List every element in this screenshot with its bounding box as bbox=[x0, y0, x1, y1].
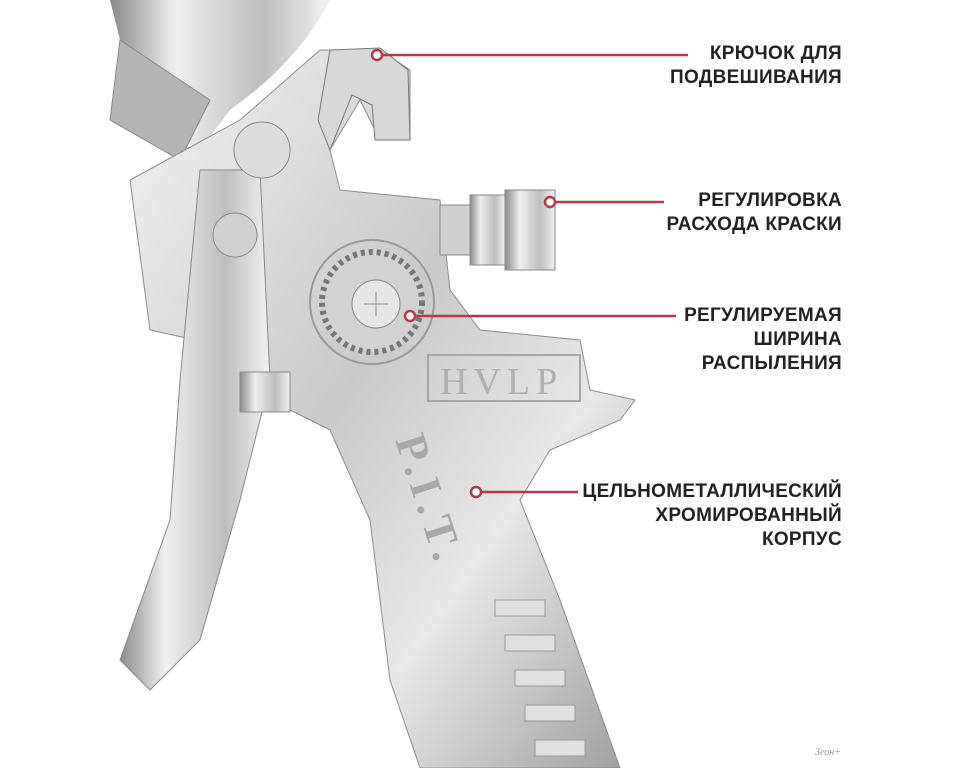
watermark: Зеон+ bbox=[815, 747, 841, 758]
trigger-pivot bbox=[233, 121, 291, 179]
callout-dot bbox=[469, 485, 483, 499]
air-valve bbox=[239, 371, 291, 413]
callout-fluid-adjust: РЕГУЛИРОВКА РАСХОДА КРАСКИ bbox=[666, 189, 842, 237]
callout-line: КОРПУС bbox=[761, 529, 842, 550]
callout-line: РЕГУЛИРУЕМАЯ bbox=[684, 305, 842, 326]
callout-line: ЦЕЛЬНОМЕТАЛЛИЧЕСКИЙ bbox=[582, 481, 842, 502]
callout-metal-body: ЦЕЛЬНОМЕТАЛЛИЧЕСКИЙ ХРОМИРОВАННЫЙ КОРПУС bbox=[582, 480, 842, 552]
callout-dot bbox=[543, 195, 557, 209]
callout-line: ХРОМИРОВАННЫЙ bbox=[655, 505, 842, 526]
callout-line: ШИРИНА bbox=[753, 329, 842, 350]
trigger bbox=[119, 169, 271, 691]
callout-line: РАСХОДА КРАСКИ bbox=[666, 214, 842, 235]
pattern-adjust-knob bbox=[309, 239, 435, 365]
callout-hanging-hook: КРЮЧОК ДЛЯ ПОДВЕШИВАНИЯ bbox=[670, 42, 842, 90]
grip-ribs bbox=[494, 599, 586, 757]
hook bbox=[317, 47, 411, 152]
callout-line: ПОДВЕШИВАНИЯ bbox=[670, 67, 842, 88]
callout-spray-width: РЕГУЛИРУЕМАЯ ШИРИНА РАСПЫЛЕНИЯ bbox=[684, 304, 842, 376]
fluid-adjust-knob bbox=[439, 189, 556, 271]
callout-dot bbox=[370, 48, 384, 62]
callout-line: РАСПЫЛЕНИЯ bbox=[701, 353, 842, 374]
hvlp-marking: HVLP bbox=[440, 361, 563, 403]
callout-dot bbox=[403, 309, 417, 323]
callout-line: КРЮЧОК ДЛЯ bbox=[709, 43, 842, 64]
callout-line: РЕГУЛИРОВКА bbox=[698, 190, 842, 211]
